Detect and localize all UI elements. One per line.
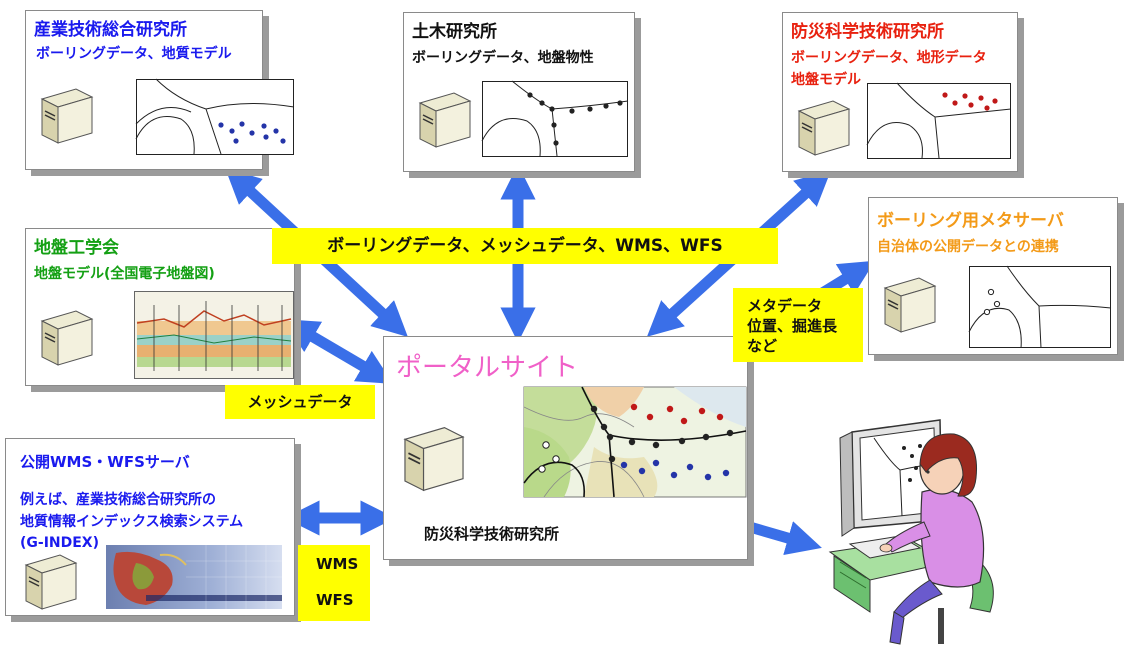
node-nied-subtitle-line1: ボーリングデータ、地形データ	[791, 50, 987, 66]
portal-map	[523, 386, 747, 498]
node-nied-subtitle-line2: 地盤モデル	[791, 72, 861, 88]
label-wms-wfs: WMS WFS	[298, 545, 370, 621]
user-at-computer-illustration	[828, 419, 994, 645]
label-metadata-line1: メタデータ	[747, 297, 823, 315]
arrow-jgs-portal	[282, 319, 394, 384]
label-metadata: メタデータ 位置、掘進長 など	[733, 288, 863, 362]
g-index-map-thumbnail	[106, 545, 282, 609]
node-meta-server: ボーリング用メタサーバ 自治体の公開データとの連携	[868, 197, 1118, 355]
node-nied-title: 防災科学技術研究所	[791, 22, 944, 42]
label-metadata-line3: など	[747, 337, 778, 355]
map-thumbnail	[481, 80, 629, 157]
node-portal: ポータルサイト	[383, 336, 748, 560]
node-aist-title: 産業技術総合研究所	[34, 20, 187, 40]
node-meta-server-subtitle: 自治体の公開データとの連携	[877, 239, 1059, 255]
node-portal-caption: 防災科学技術研究所	[424, 525, 560, 543]
node-pwri: 土木研究所 ボーリングデータ、地盤物性	[403, 12, 635, 172]
server-icon	[418, 92, 472, 148]
map-thumbnail	[135, 78, 295, 155]
server-icon	[40, 88, 94, 144]
server-icon	[797, 100, 851, 156]
node-jgs: 地盤工学会 地盤モデル(全国電子地盤図)	[25, 228, 295, 386]
node-public-wms: 公開WMS・WFSサーバ 例えば、産業技術総合研究所の 地質情報インデックス検索…	[5, 438, 295, 616]
server-icon	[883, 277, 937, 333]
node-public-wms-line3: (G-INDEX)	[20, 535, 100, 551]
node-pwri-title: 土木研究所	[412, 22, 497, 42]
label-metadata-line2: 位置、掘進長	[747, 317, 838, 335]
label-wfs: WFS	[316, 591, 354, 609]
node-portal-title: ポータルサイト	[396, 353, 579, 383]
node-aist: 産業技術総合研究所 ボーリングデータ、地質モデル	[25, 10, 295, 170]
node-jgs-subtitle: 地盤モデル(全国電子地盤図)	[34, 266, 215, 282]
map-thumbnail	[968, 265, 1112, 349]
node-jgs-title: 地盤工学会	[34, 238, 119, 258]
node-public-wms-title: 公開WMS・WFSサーバ	[20, 453, 190, 471]
server-icon	[403, 427, 465, 492]
geologic-section-thumbnail	[134, 291, 294, 379]
node-pwri-subtitle: ボーリングデータ、地盤物性	[412, 50, 594, 66]
label-wms: WMS	[316, 555, 359, 573]
node-aist-subtitle: ボーリングデータ、地質モデル	[36, 46, 232, 62]
node-public-wms-line2: 地質情報インデックス検索システム	[20, 514, 244, 530]
map-thumbnail	[866, 82, 1012, 159]
node-public-wms-line1: 例えば、産業技術総合研究所の	[20, 492, 216, 508]
node-nied: 防災科学技術研究所 ボーリングデータ、地形データ 地盤モデル	[782, 12, 1018, 172]
label-mesh-data: メッシュデータ	[225, 385, 375, 419]
server-icon	[24, 554, 78, 610]
label-center-data: ボーリングデータ、メッシュデータ、WMS、WFS	[272, 228, 778, 264]
node-meta-server-title: ボーリング用メタサーバ	[877, 211, 1064, 231]
server-icon	[40, 310, 94, 366]
